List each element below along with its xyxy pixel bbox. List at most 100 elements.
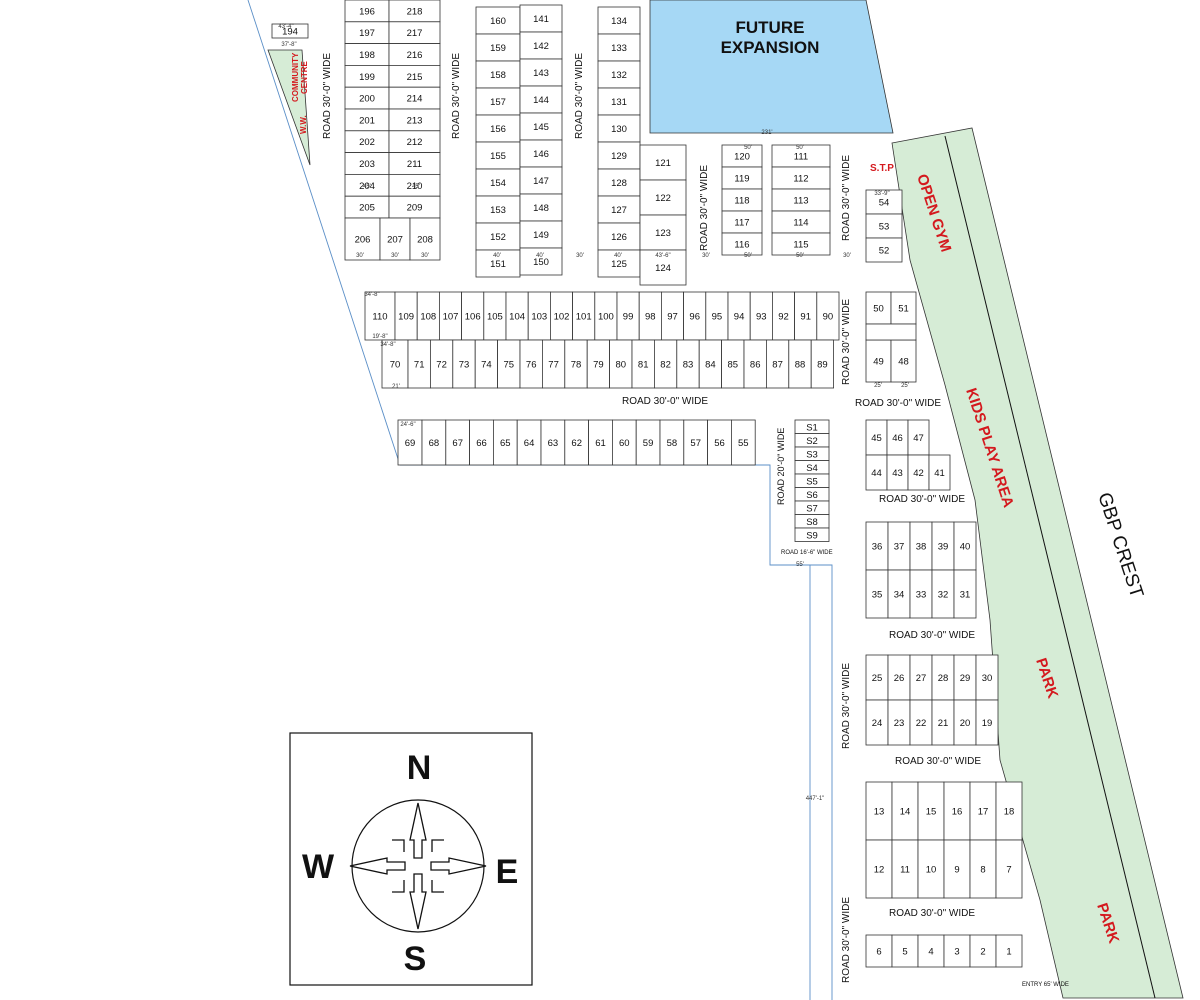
plot-box: [890, 339, 917, 383]
plot: 24: [865, 699, 889, 746]
plot-number: 28: [938, 673, 949, 684]
plot: 21: [931, 699, 955, 746]
plot-number: 106: [465, 312, 481, 323]
plot-number: 80: [616, 360, 627, 371]
plot: 134: [597, 6, 641, 35]
plot: 143: [519, 58, 563, 87]
stp-label: S.T.P: [870, 163, 894, 174]
plot-number: 217: [407, 28, 423, 39]
plot: 48: [890, 339, 917, 383]
plot-number: S5: [806, 476, 818, 487]
plot: S3: [794, 446, 830, 461]
plot: 62: [564, 419, 589, 466]
plot: 111: [771, 144, 831, 168]
plot: 92: [772, 291, 796, 341]
plot-box: [597, 249, 641, 278]
plot-number: 112: [793, 174, 808, 185]
plot: 86: [743, 339, 767, 389]
plot: 10: [917, 839, 945, 899]
plot: 82: [654, 339, 678, 389]
plot: 38: [909, 521, 933, 571]
plot: 206: [344, 217, 381, 261]
plot-number: S1: [806, 422, 818, 433]
plot-box: [475, 249, 521, 278]
plot-box: [995, 839, 1023, 899]
plot: S6: [794, 487, 830, 502]
plot-number: 11: [900, 865, 910, 876]
plot: 148: [519, 193, 563, 222]
dimensions: 231'50'50'30'30'30'40'40'30'40'43'-6"30'…: [278, 24, 909, 802]
plot-number: 116: [734, 240, 749, 251]
plot-number: 155: [490, 151, 506, 162]
plot: 77: [542, 339, 566, 389]
plot-box: [865, 323, 917, 341]
plot: 129: [597, 141, 641, 170]
plot: 200: [344, 86, 390, 110]
plot-number: 38: [916, 542, 927, 553]
plot: 16: [943, 781, 971, 841]
plot: 6: [865, 934, 893, 968]
plot-box: [891, 934, 919, 968]
plot: 132: [597, 60, 641, 89]
plot-number: 72: [436, 360, 447, 371]
plot: 213: [388, 108, 441, 132]
plot-number: 42: [913, 468, 924, 479]
road-label: ROAD 30'-0" WIDE: [574, 53, 585, 139]
plot: 88: [788, 339, 812, 389]
plot: 141: [519, 4, 563, 33]
plot-number: 150: [533, 257, 549, 268]
plot: 2: [969, 934, 997, 968]
plot: 126: [597, 222, 641, 251]
plot-number: 30: [982, 673, 993, 684]
plot-box: [519, 58, 563, 87]
plot-number: 214: [407, 94, 423, 105]
plot-number: 31: [960, 590, 971, 601]
plot-number: 144: [533, 95, 549, 106]
plot-number: 132: [611, 70, 627, 81]
dimension-label: 43'-4": [278, 24, 293, 30]
plot: 215: [388, 65, 441, 88]
plot: 83: [676, 339, 700, 389]
plot-number: 113: [793, 196, 808, 207]
plot-box: [519, 31, 563, 60]
plot: 205: [344, 195, 390, 219]
plot-number: 2: [980, 947, 985, 958]
dimension-label: 19'-8": [372, 334, 387, 340]
plot-number: 10: [926, 865, 937, 876]
plot: 25: [865, 654, 889, 701]
plot-number: 63: [548, 438, 559, 449]
dimension-label: 33'-9": [874, 191, 889, 197]
plot-number: 22: [916, 718, 927, 729]
community-centre-label-2: CENTRE: [300, 60, 309, 94]
plot-number: 5: [902, 947, 907, 958]
plot-number: 1: [1006, 947, 1011, 958]
plot-box: [865, 237, 903, 263]
plot: 105: [483, 291, 507, 341]
road-label: ROAD 30'-0" WIDE: [889, 630, 975, 641]
plot-number: 128: [611, 178, 627, 189]
plot: 109: [394, 291, 418, 341]
plot: 130: [597, 114, 641, 143]
plot-number: 57: [690, 438, 701, 449]
plot-number: 125: [611, 259, 627, 270]
plot: 3: [943, 934, 971, 968]
plot-box: [519, 85, 563, 114]
plot-number: 107: [443, 312, 459, 323]
plot-number: 85: [728, 360, 739, 371]
plot: 41: [928, 454, 951, 491]
plot-number: 109: [398, 312, 414, 323]
plot-box: [771, 232, 831, 256]
plot-number: 131: [611, 97, 627, 108]
dimension-label: 25': [874, 383, 882, 389]
plot-number: 21: [938, 718, 949, 729]
plot: 34: [887, 569, 911, 619]
plot-number: S2: [806, 436, 818, 447]
plot-number: 74: [481, 360, 492, 371]
plot-box: [519, 193, 563, 222]
dimension-label: 30': [391, 253, 399, 259]
plot: 87: [766, 339, 790, 389]
plot-number: 201: [359, 115, 375, 126]
plot-number: 199: [359, 72, 375, 83]
plot-number: 70: [390, 360, 401, 371]
plot-number: 194: [282, 27, 298, 38]
